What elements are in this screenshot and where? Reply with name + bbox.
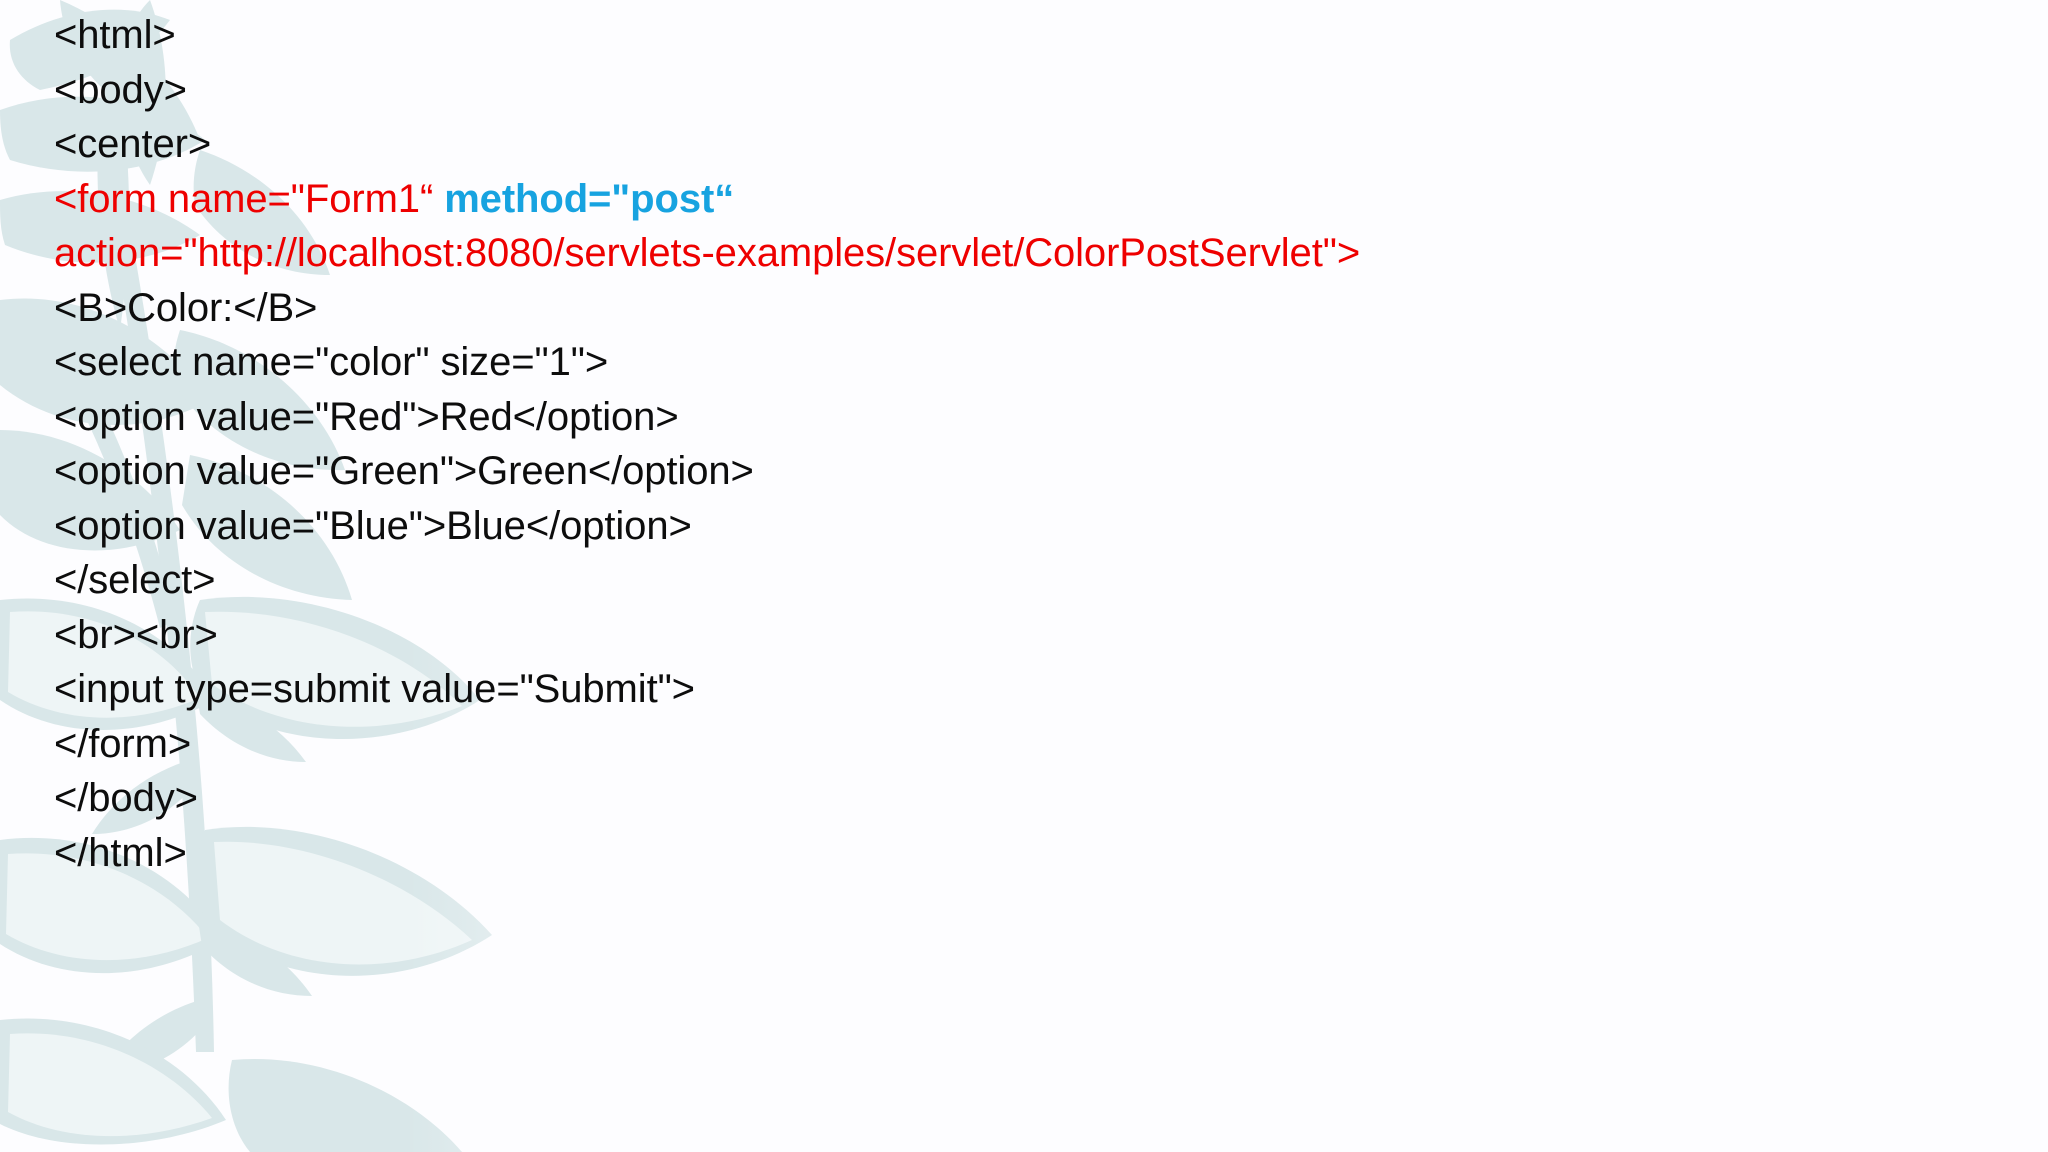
code-token: <B>Color:</B> (54, 285, 318, 330)
code-line: <option value="Blue">Blue</option> (54, 499, 2034, 554)
code-token: action="http://localhost:8080/servlets-e… (54, 231, 1361, 275)
code-token: <option value="Green">Green</option> (54, 449, 754, 493)
code-line: <body> (54, 63, 2034, 118)
code-line: <html> (54, 8, 2034, 63)
code-line: <input type=submit value="Submit"> (54, 662, 2034, 717)
code-line: action="http://localhost:8080/servlets-e… (54, 226, 2034, 281)
code-token: <body> (54, 67, 187, 112)
code-token: <center> (54, 122, 212, 166)
code-token: <html> (54, 13, 176, 57)
code-line: </html> (54, 826, 2034, 881)
code-token: </html> (54, 830, 187, 875)
code-line: <select name="color" size="1"> (54, 335, 2034, 390)
code-listing: <html> <body> <center> <form name="Form1“ m… (54, 8, 2034, 880)
code-token: </body> (54, 776, 198, 820)
code-token: <input type=submit value="Submit"> (54, 667, 695, 711)
code-token: <select name="color" size="1"> (54, 340, 609, 384)
code-line: <form name="Form1“ method="post“ (54, 172, 2034, 227)
code-line: <br><br> (54, 608, 2034, 663)
code-token: <form name="Form1“ (54, 176, 445, 221)
code-line: </select> (54, 553, 2034, 608)
code-token: </form> (54, 721, 192, 766)
code-line: </body> (54, 771, 2034, 826)
code-token: <option value="Blue">Blue</option> (54, 503, 692, 548)
code-line: <option value="Green">Green</option> (54, 444, 2034, 499)
code-token: <option value="Red">Red</option> (54, 394, 679, 439)
code-line: <option value="Red">Red</option> (54, 390, 2034, 445)
code-line: <center> (54, 117, 2034, 172)
code-token: method="post“ (444, 176, 735, 221)
code-line: </form> (54, 717, 2034, 772)
code-token: <br><br> (54, 612, 218, 657)
code-token: </select> (54, 558, 216, 602)
code-line: <B>Color:</B> (54, 281, 2034, 336)
